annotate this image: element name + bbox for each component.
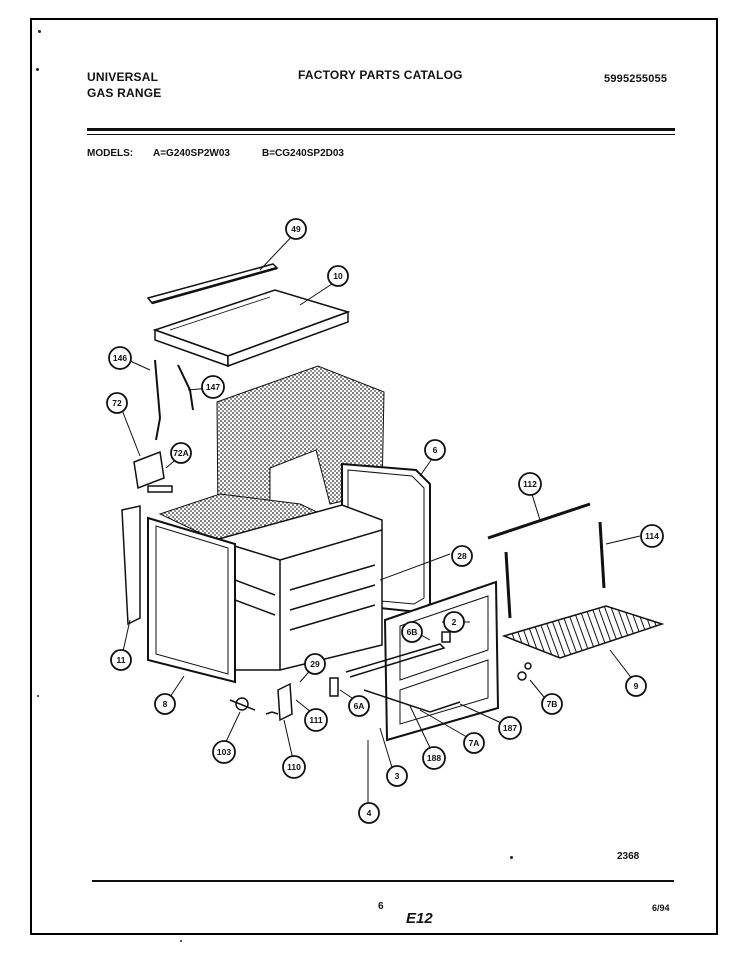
callout-9: 9 [625,675,647,697]
callout-187: 187 [498,716,522,740]
callout-110: 110 [282,755,306,779]
callout-146: 146 [108,346,132,370]
callout-49: 49 [285,218,307,240]
cooktop-panel [152,289,351,368]
svg-text:114: 114 [645,531,659,541]
callout-7B: 7B [541,693,563,715]
svg-text:2: 2 [452,617,457,627]
callout-112: 112 [518,472,542,496]
svg-text:6A: 6A [354,701,365,711]
side-trim-strip [121,505,141,626]
callout-8: 8 [154,693,176,715]
callout-147: 147 [201,375,225,399]
svg-text:147: 147 [206,382,220,392]
callout-72: 72 [106,392,128,414]
page-number: 6 [378,901,384,912]
callout-balloons: 49 10 146 147 72 72A 11 8 6 112 114 28 2… [106,218,664,824]
svg-text:29: 29 [310,659,320,669]
svg-text:7B: 7B [547,699,558,709]
brand-line-1: UNIVERSAL [87,70,159,84]
oven-rack [501,605,665,659]
oven-cavity-liner [214,504,383,671]
svg-text:112: 112 [523,479,537,489]
svg-text:4: 4 [367,808,372,818]
svg-text:7A: 7A [469,738,480,748]
header-rule-thin [87,134,675,135]
svg-text:72: 72 [112,398,122,408]
diagram-code: 2368 [617,851,640,862]
callout-29: 29 [304,653,326,675]
callout-11: 11 [110,649,132,671]
svg-text:6B: 6B [407,627,418,637]
brand-line-2: GAS RANGE [87,86,162,100]
section-code: E12 [406,910,433,927]
header-rule-thick [87,128,675,131]
callout-114: 114 [640,524,664,548]
rack-supports [504,521,606,619]
svg-text:9: 9 [634,681,639,691]
catalog-title: FACTORY PARTS CATALOG [298,68,463,82]
scan-speck [36,68,39,71]
side-panel-left [147,516,236,684]
svg-text:146: 146 [113,353,127,363]
svg-text:6: 6 [433,445,438,455]
svg-text:103: 103 [217,747,231,757]
svg-text:49: 49 [291,224,301,234]
models-label: MODELS: [87,148,134,159]
small-parts [133,450,532,722]
model-a: A=G240SP2W03 [153,148,230,159]
callout-6: 6 [424,439,446,461]
scan-speck [180,940,182,942]
page-frame [30,18,718,935]
scan-speck [510,856,513,859]
oven-rod [487,502,591,540]
footer-rule [92,880,674,882]
svg-text:187: 187 [503,723,517,733]
catalog-number: 5995255055 [604,73,668,85]
svg-text:3: 3 [395,771,400,781]
svg-text:8: 8 [163,699,168,709]
callout-6A: 6A [348,695,370,717]
svg-text:28: 28 [457,551,467,561]
callout-2: 2 [443,611,465,633]
callout-111: 111 [304,708,328,732]
svg-text:111: 111 [309,715,323,725]
burner-tubes [154,359,194,441]
svg-text:188: 188 [427,753,441,763]
callout-7A: 7A [463,732,485,754]
svg-text:11: 11 [117,655,126,665]
svg-text:10: 10 [333,271,343,281]
callout-28: 28 [451,545,473,567]
svg-text:110: 110 [287,762,301,772]
callout-4: 4 [358,802,380,824]
callout-3: 3 [386,765,408,787]
callout-188: 188 [422,746,446,770]
callout-10: 10 [327,265,349,287]
callout-103: 103 [212,740,236,764]
callout-72A: 72A [170,442,192,464]
top-trim-bar [146,263,279,305]
svg-text:72A: 72A [173,448,189,458]
scan-speck [38,30,41,33]
footer-date: 6/94 [652,903,670,913]
callout-6B: 6B [401,621,423,643]
model-b: B=CG240SP2D03 [262,148,344,159]
scan-speck [37,695,39,697]
drawer-glides [329,643,461,713]
